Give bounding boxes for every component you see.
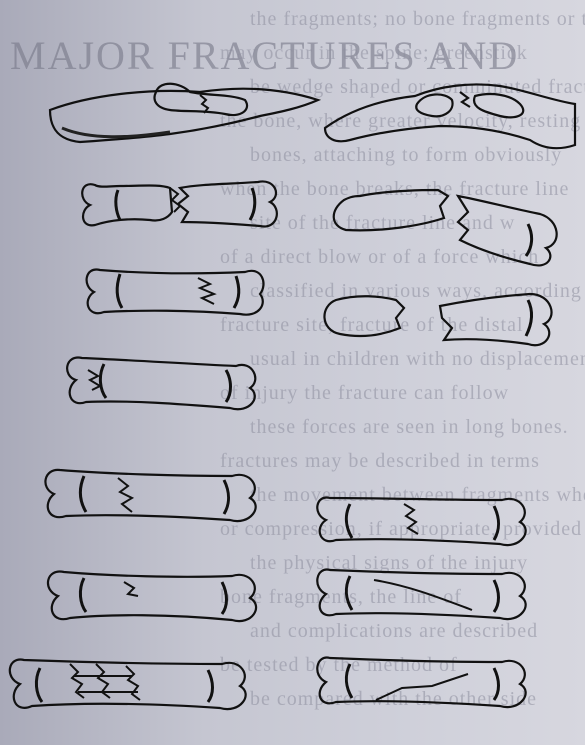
oblique-bone [87,269,264,314]
greenstick-cortex-shadow [62,128,170,137]
avulsion-fragment [416,94,452,116]
avulsion-panel [325,84,575,148]
butterfly-bone [317,497,525,545]
transverse-bone [82,181,277,226]
wedge-bone [48,572,256,622]
right-column [317,190,556,707]
segmental-bone [317,658,525,708]
greenstick-crack [200,95,208,113]
avulsion-crack [460,92,470,107]
displaced-jagged-bone [334,190,557,265]
spiral-bone [67,358,255,410]
interlocking-bone [45,470,255,521]
avulsion-distal-marrow [474,94,523,117]
impacted-bone [324,294,551,345]
left-column [10,181,277,709]
greenstick-panel [50,84,318,142]
comminuted-bone [10,660,246,710]
long-oblique-bone [317,570,525,620]
avulsion-bone-outline [325,84,575,148]
